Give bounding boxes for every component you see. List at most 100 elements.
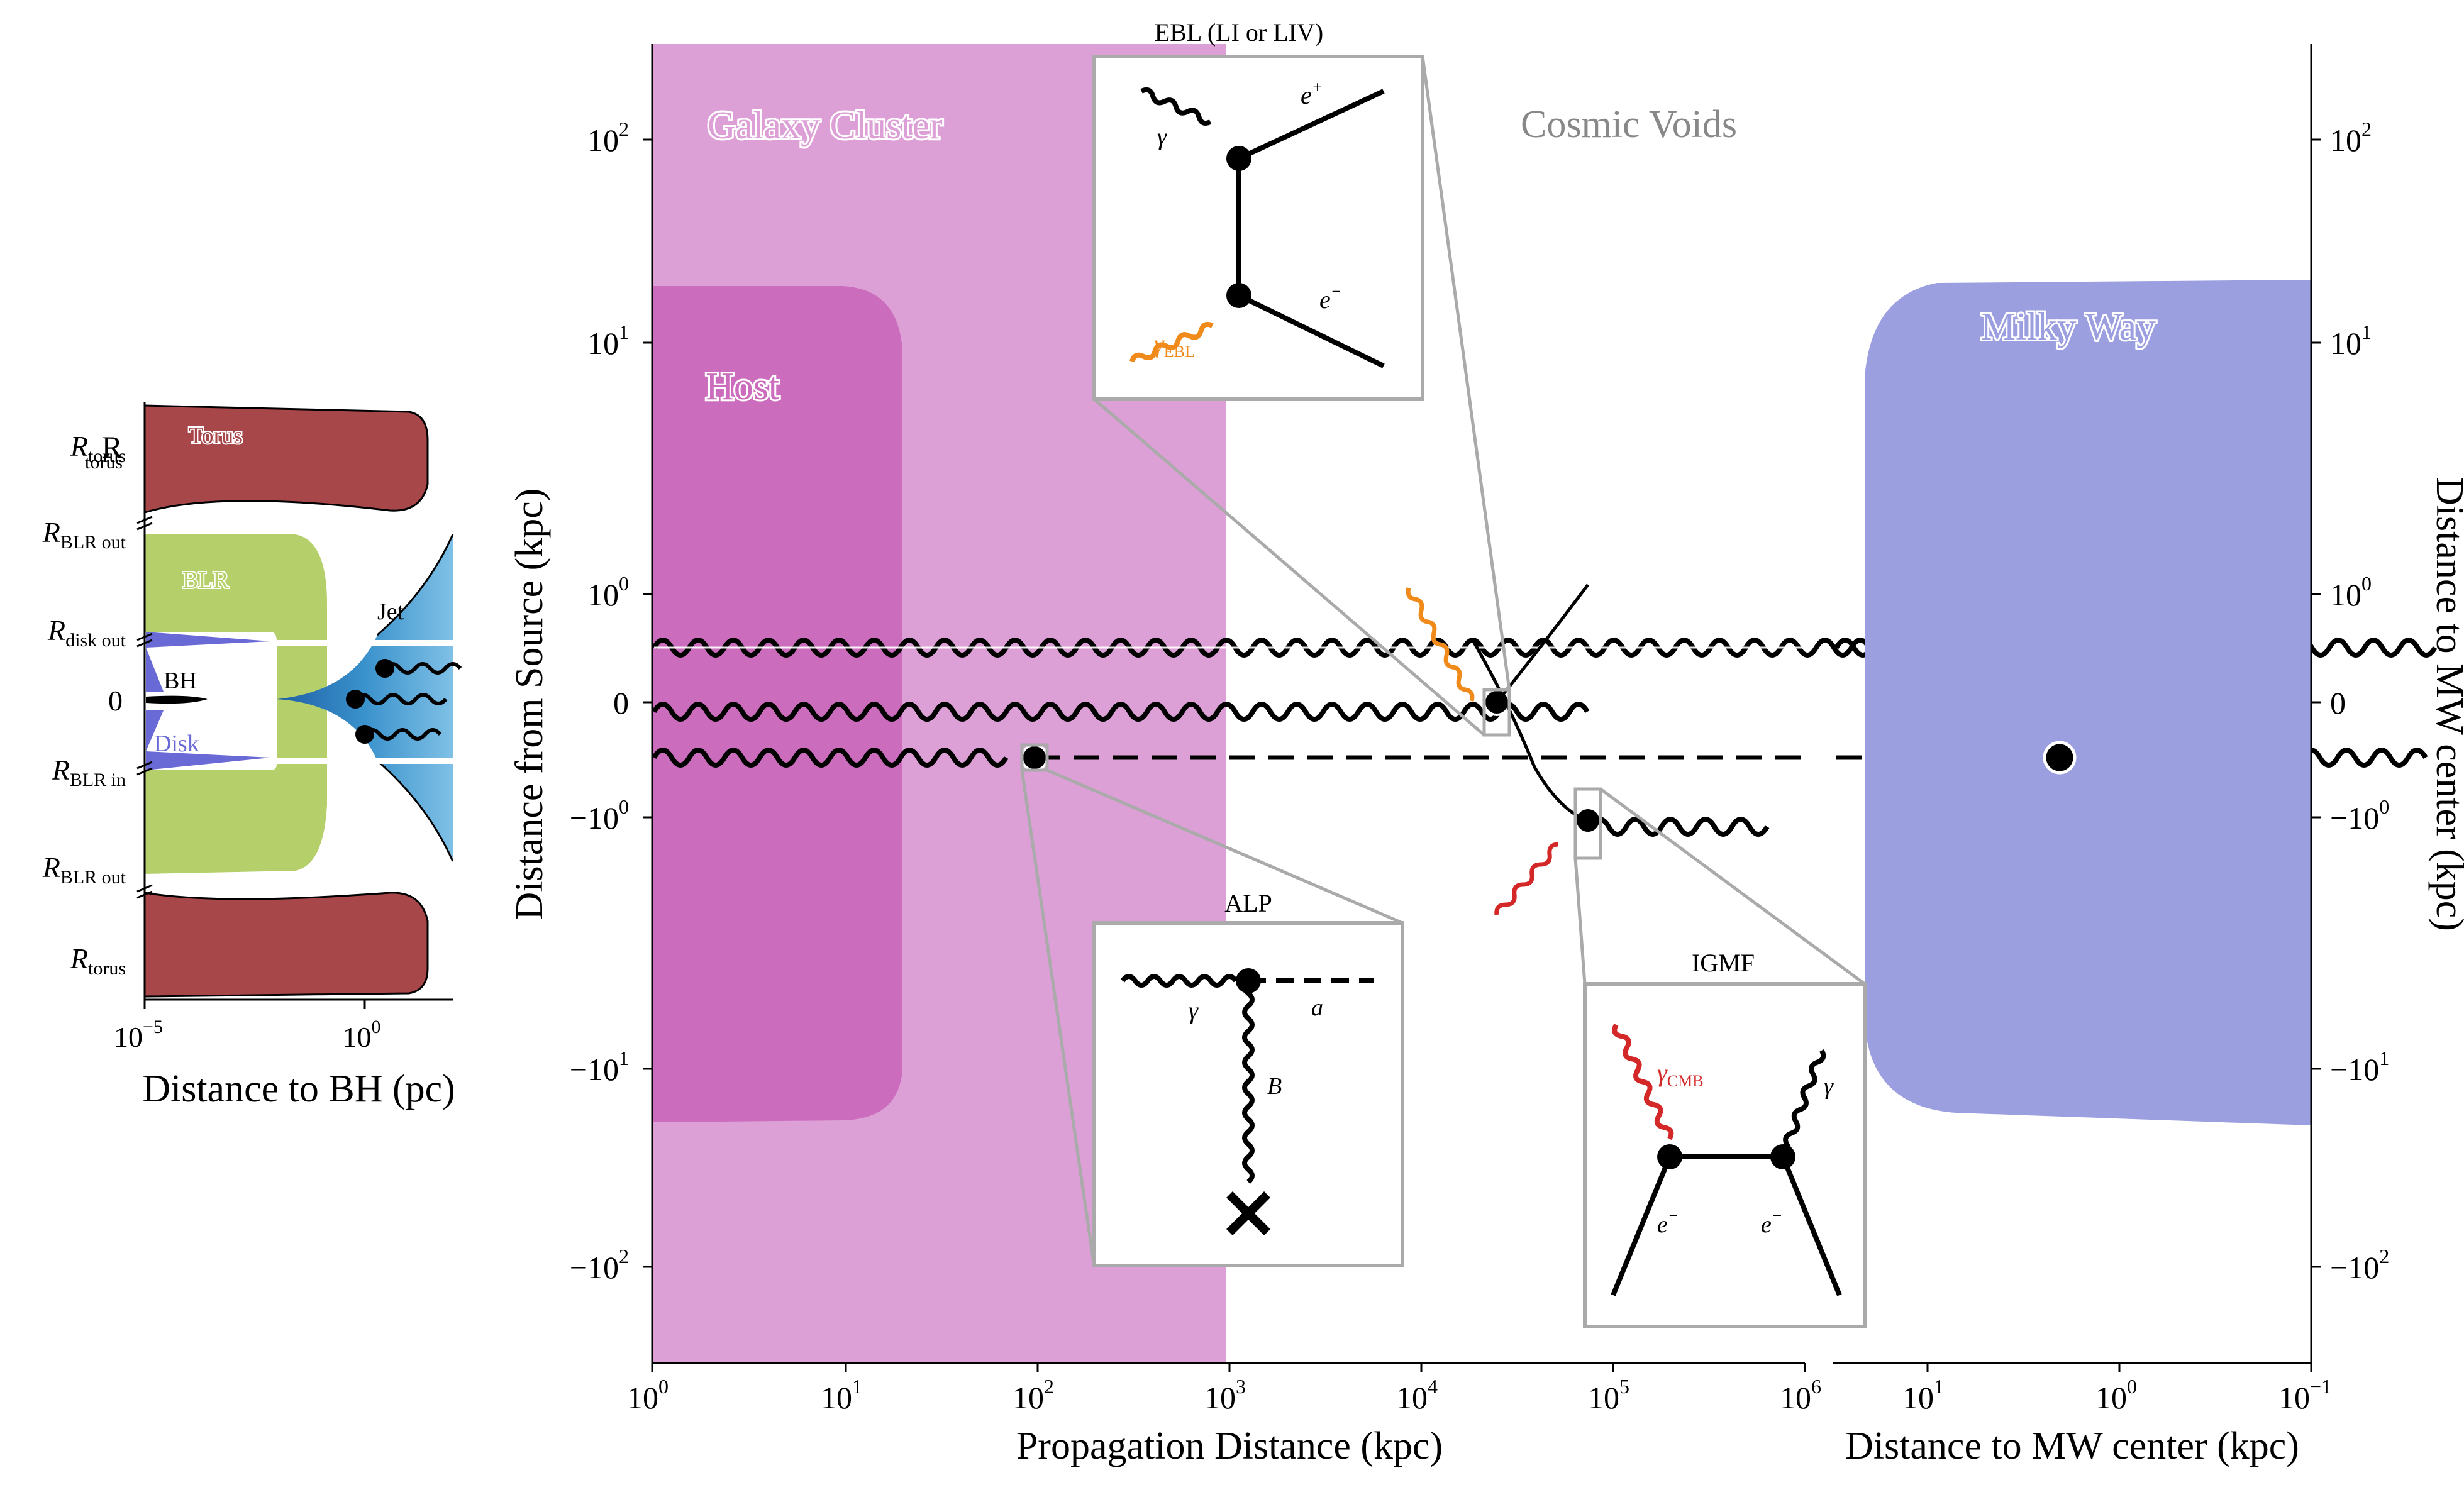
svg-text:e−: e− — [1319, 282, 1341, 314]
svg-text:10−1: 10−1 — [2278, 1375, 2331, 1415]
svg-text:Rtorus: Rtorus — [70, 942, 126, 979]
svg-text:−101: −101 — [570, 1047, 629, 1087]
svg-text:102: 102 — [587, 118, 629, 158]
disk-region-2 — [146, 648, 164, 751]
photon-top — [652, 638, 1977, 658]
jet-outline — [377, 534, 454, 862]
host-label: Host — [706, 365, 779, 408]
axis-breaks — [136, 516, 153, 899]
svg-text:RBLR out: RBLR out — [42, 516, 126, 553]
bh-cavity — [145, 632, 277, 770]
main-y-tick-marks — [643, 138, 652, 1268]
ebl-inset: EBL (LI or LIV) γ γEBL e+ e− — [1092, 18, 1424, 401]
milky-way-region — [1865, 280, 2311, 1125]
svg-text:−102: −102 — [570, 1245, 629, 1285]
alp-inset: ALP γ a B — [1092, 889, 1404, 1267]
alp-inset-title: ALP — [1224, 889, 1272, 917]
milky-way-label: Milky Way — [1981, 306, 2156, 348]
main-x-tick-labels: 100 101 102 103 104 105 106 — [627, 1375, 1821, 1415]
host-region — [652, 286, 902, 1122]
main-x-axis-title: Propagation Distance (kpc) — [1016, 1425, 1443, 1467]
ebl-gamma: γ — [1157, 124, 1167, 150]
svg-text:γ: γ — [1824, 1073, 1834, 1100]
cosmic-voids-label: Cosmic Voids — [1521, 103, 1737, 146]
svg-text:e−: e− — [1761, 1206, 1782, 1238]
svg-text:a: a — [1311, 995, 1323, 1021]
igmf-inset-title: IGMF — [1692, 949, 1755, 977]
right-x-tick-marks — [1926, 1363, 2312, 1372]
main-y-tick-labels: 102 101 100 0 −100 −101 −102 — [570, 118, 629, 1285]
torus-top-region — [143, 404, 429, 514]
left-y-tick-labels: Rtorus RBLR out Rdisk out 0 RBLR in RBLR… — [42, 430, 126, 979]
disk-label: Disk — [154, 731, 199, 757]
main-panel: Galaxy Cluster Host Cosmic Voids — [508, 44, 2438, 1467]
left-panel: Torus BLR BH Disk Jet — [42, 402, 462, 1110]
svg-text:torus: torus — [85, 452, 123, 473]
jet-label: Jet — [377, 599, 404, 625]
alp-vertex — [1021, 744, 1048, 771]
igmf-zoom-box — [1573, 787, 1602, 860]
inset-connectors — [1020, 56, 1866, 1267]
photon-igmf-out — [1589, 817, 1770, 837]
svg-text:100: 100 — [627, 1375, 669, 1415]
svg-text:RBLR in: RBLR in — [52, 754, 126, 790]
svg-text:106: 106 — [1780, 1375, 1821, 1415]
right-y-tick-marks — [2311, 138, 2321, 1268]
svg-text:102: 102 — [2330, 118, 2372, 158]
jet-gap-top — [277, 640, 456, 646]
svg-text:B: B — [1267, 1073, 1282, 1100]
ebl-photon-track — [1406, 587, 1475, 702]
left-ytick-torus-top: Rtorus — [85, 429, 123, 473]
right-x-tick-labels: 101 100 10−1 — [1902, 1375, 2331, 1415]
svg-text:−102: −102 — [2330, 1245, 2389, 1285]
svg-text:104: 104 — [1396, 1375, 1438, 1415]
svg-text:0: 0 — [108, 685, 123, 717]
svg-text:−101: −101 — [2330, 1047, 2389, 1087]
svg-text:e+: e+ — [1301, 78, 1323, 109]
blr-label: BLR — [182, 567, 230, 593]
svg-text:R: R — [102, 429, 123, 465]
bh-label: BH — [164, 668, 197, 694]
left-x-tick-labels: 10−5 100 — [114, 1000, 381, 1053]
alp-zoom-box — [1020, 743, 1049, 772]
svg-text:Rtorus: Rtorus — [70, 430, 126, 466]
photon-bottom — [652, 748, 1009, 768]
right-y-axis-title: Distance to MW center (kpc) — [2428, 477, 2464, 931]
svg-text:101: 101 — [1902, 1375, 1944, 1415]
main-x-tick-marks — [651, 1363, 1806, 1372]
svg-text:Rdisk out: Rdisk out — [47, 614, 126, 651]
svg-text:101: 101 — [587, 321, 629, 361]
svg-text:100: 100 — [2095, 1375, 2137, 1415]
pair-trajectory — [1470, 637, 1589, 822]
svg-text:γEBL: γEBL — [1154, 329, 1195, 361]
left-x-axis-title: Distance to BH (pc) — [142, 1068, 455, 1110]
svg-text:103: 103 — [1204, 1375, 1246, 1415]
svg-text:0: 0 — [2330, 685, 2346, 720]
svg-text:100: 100 — [587, 572, 629, 612]
svg-text:−100: −100 — [2330, 795, 2389, 836]
svg-text:100: 100 — [2330, 572, 2372, 612]
svg-text:10−5: 10−5 — [114, 1017, 163, 1053]
black-hole-shape — [146, 695, 208, 704]
jet-gap-bottom — [277, 758, 456, 764]
svg-text:102: 102 — [1013, 1375, 1054, 1415]
cmb-photon-track — [1494, 842, 1559, 915]
svg-text:RBLR out: RBLR out — [42, 851, 126, 888]
svg-text:101: 101 — [2330, 321, 2372, 361]
galaxy-cluster-label: Galaxy Cluster — [708, 104, 943, 147]
svg-text:105: 105 — [1588, 1375, 1629, 1415]
photon-middle — [652, 702, 1590, 722]
torus-bottom-region — [143, 892, 429, 998]
svg-text:−100: −100 — [570, 795, 629, 836]
svg-text:γCMB: γCMB — [1657, 1059, 1704, 1090]
igmf-inset: IGMF γCMB γ e− e− — [1583, 949, 1867, 1328]
svg-text:γ: γ — [1189, 998, 1199, 1024]
main-y-axis-title: Distance from Source (kpc) — [508, 489, 551, 920]
svg-text:e−: e− — [1657, 1206, 1679, 1238]
disk-region — [146, 632, 270, 770]
right-x-axis-title: Distance to MW center (kpc) — [1845, 1425, 2299, 1467]
ebl-zoom-box — [1482, 688, 1511, 737]
earth-marker — [2043, 741, 2077, 775]
jet-region — [277, 534, 453, 861]
